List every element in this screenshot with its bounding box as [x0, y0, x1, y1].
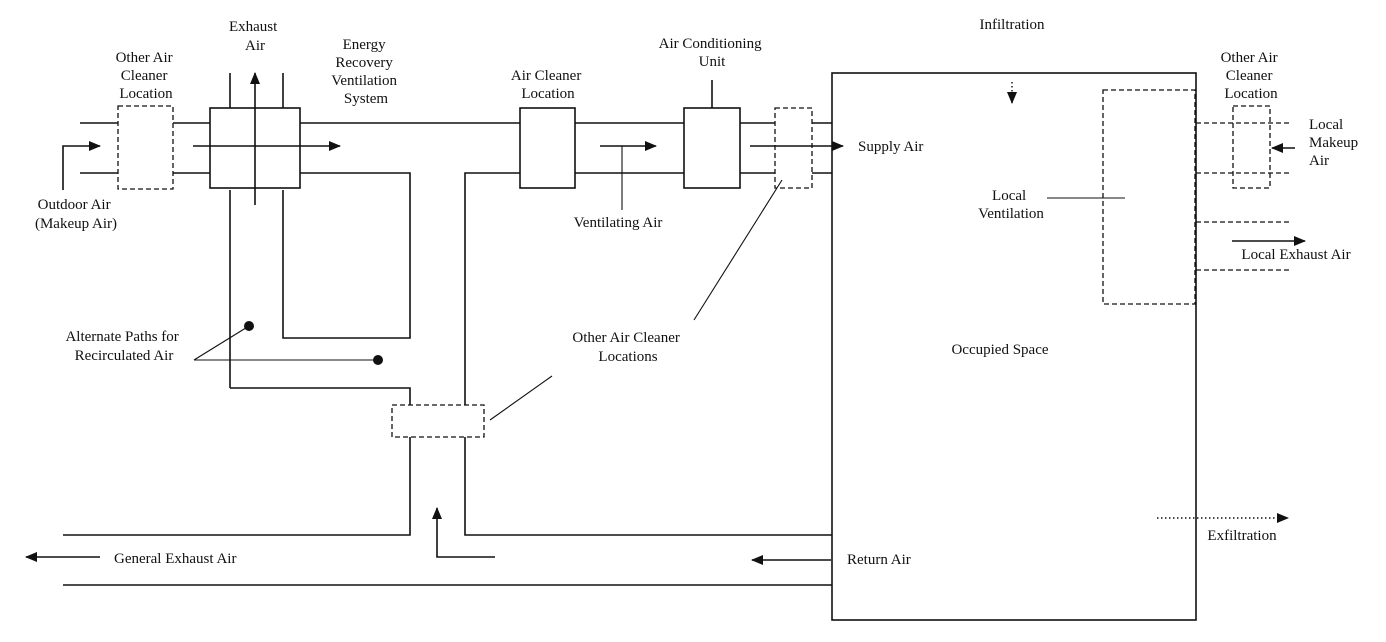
outdoor-air-label: Outdoor Air (Makeup Air)	[35, 197, 117, 232]
leader-lines	[193, 146, 1125, 421]
occupied-space-label: Occupied Space	[951, 342, 1048, 358]
other-air-cleaner-right-label: Other Air Cleaner Location	[1221, 50, 1282, 102]
recirc-point-upper	[244, 321, 254, 331]
other-air-cleaner-left-label: Other Air Cleaner Location	[116, 50, 177, 102]
general-exhaust-air-label: General Exhaust Air	[114, 551, 236, 567]
local-ventilation-label: Local Ventilation	[978, 188, 1044, 222]
flow-arrows	[25, 72, 1306, 565]
air-cleaner-location-label: Air Cleaner Location	[511, 68, 585, 102]
return-air-label: Return Air	[847, 552, 911, 568]
recirc-point-lower	[373, 355, 383, 365]
exfiltration-label: Exfiltration	[1207, 528, 1277, 544]
energy-recovery-label: Energy Recovery Ventilation System	[331, 37, 401, 107]
alternate-paths-label: Alternate Paths for Recirculated Air	[65, 329, 182, 364]
duct-lines	[63, 73, 832, 586]
other-air-cleaner-right-box	[1232, 105, 1271, 189]
other-air-cleaner-left-box	[117, 105, 174, 190]
local-makeup-air-label: Local Makeup Air	[1309, 117, 1362, 169]
air-conditioning-unit-label: Air Conditioning Unit	[659, 36, 766, 70]
air-conditioning-unit-box	[683, 107, 741, 189]
ventilating-air-label: Ventilating Air	[574, 215, 663, 231]
supply-air-label: Supply Air	[858, 139, 923, 155]
other-air-cleaner-supply-box	[774, 107, 813, 189]
local-ventilation-box	[1102, 89, 1196, 305]
other-air-cleaner-return-box	[391, 404, 485, 438]
infiltration-label: Infiltration	[980, 17, 1045, 33]
local-exhaust-air-label: Local Exhaust Air	[1241, 247, 1350, 263]
air-cleaner-box	[519, 107, 576, 189]
exhaust-air-label: Exhaust Air	[229, 19, 281, 54]
other-air-cleaner-locations-label: Other Air Cleaner Locations	[572, 330, 683, 365]
